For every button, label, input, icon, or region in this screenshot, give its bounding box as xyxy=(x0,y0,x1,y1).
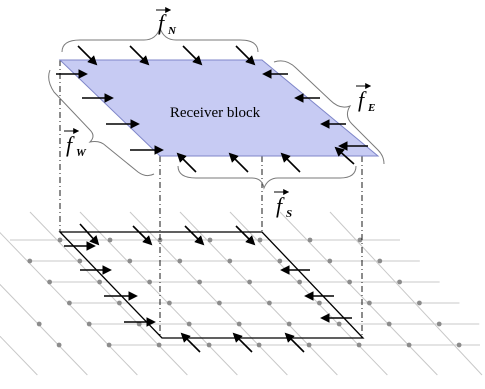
grid-node xyxy=(227,258,233,264)
label-west: f W xyxy=(64,128,87,159)
grid-node xyxy=(356,342,362,348)
grid-node xyxy=(386,321,392,327)
grid-node xyxy=(77,258,83,264)
south-flux-arrow xyxy=(334,146,355,165)
boundary-braces xyxy=(48,26,385,190)
grid-node xyxy=(347,279,352,285)
grid-node xyxy=(127,258,133,264)
receiver-block-label: Receiver block xyxy=(170,105,261,121)
grid-node xyxy=(256,342,262,348)
label-north: f N xyxy=(156,7,177,37)
lower-block-outline xyxy=(58,231,365,339)
grid-node xyxy=(106,342,112,348)
lower-south-flux-arrow xyxy=(284,332,305,353)
grid-node xyxy=(186,321,192,327)
grid-node xyxy=(236,321,242,327)
grid-node xyxy=(257,237,263,243)
north-flux-arrow xyxy=(182,45,203,66)
grid-node xyxy=(417,300,422,306)
grid-node xyxy=(147,279,153,285)
lower-grid-lines xyxy=(0,211,483,376)
lower-south-flux-arrow xyxy=(232,332,253,353)
brace-east xyxy=(273,60,385,165)
grid-node xyxy=(307,237,313,243)
svg-text:f: f xyxy=(158,10,167,35)
grid-node xyxy=(367,300,372,306)
grid-node xyxy=(327,258,333,264)
grid-diagonal-line xyxy=(179,211,338,376)
grid-diagonal-line xyxy=(0,335,38,376)
grid-node xyxy=(107,237,113,243)
grid-diagonal-line xyxy=(29,211,188,376)
lower-north-flux-arrow xyxy=(184,225,205,246)
grid-diagonal-line xyxy=(229,211,388,376)
svg-text:E: E xyxy=(367,102,375,114)
grid-diagonal-line xyxy=(0,283,88,376)
south-flux-arrow xyxy=(280,152,301,173)
grid-node xyxy=(397,279,402,285)
grid-diagonal-line xyxy=(79,211,238,376)
grid-node xyxy=(336,321,342,327)
grid-node xyxy=(97,279,102,285)
lower-north-flux-arrow xyxy=(235,225,256,246)
lower-south-flux-arrow xyxy=(180,332,201,353)
grid-node xyxy=(206,342,212,348)
lower-north-flux-arrow xyxy=(132,225,153,246)
grid-node xyxy=(156,342,162,348)
grid-diagonal-line xyxy=(279,211,438,376)
north-flux-arrow xyxy=(129,45,150,66)
grid-node xyxy=(36,321,42,327)
brace-west xyxy=(48,69,155,177)
grid-node xyxy=(167,300,172,306)
grid-node xyxy=(57,237,63,243)
grid-node xyxy=(197,279,203,285)
brace-north xyxy=(61,26,259,53)
north-flux-arrow xyxy=(77,45,98,66)
north-flux-arrow xyxy=(235,45,256,66)
grid-node xyxy=(357,237,363,243)
projection-lines xyxy=(59,60,363,338)
grid-node xyxy=(47,279,52,285)
label-east: f E xyxy=(356,83,375,114)
lower-boundary-arrows xyxy=(64,223,352,353)
grid-node xyxy=(456,342,462,348)
grid-node xyxy=(306,342,312,348)
svg-text:f: f xyxy=(276,193,285,218)
svg-text:f: f xyxy=(66,132,75,157)
grid-diagonal-line xyxy=(0,231,138,376)
grid-node xyxy=(27,258,33,264)
grid-node xyxy=(267,300,272,306)
grid-node xyxy=(56,342,62,348)
grid-node xyxy=(277,258,283,264)
grid-diagonal-line xyxy=(329,211,483,376)
grid-node xyxy=(247,279,253,285)
brace-south xyxy=(177,165,357,190)
grid-diagonal-line xyxy=(129,211,288,376)
label-south: f S xyxy=(274,189,292,220)
svg-text:W: W xyxy=(76,147,87,159)
grid-node xyxy=(406,342,412,348)
grid-node xyxy=(117,300,122,306)
grid-node xyxy=(177,258,183,264)
svg-text:S: S xyxy=(286,208,292,220)
grid-node xyxy=(297,279,302,285)
grid-node xyxy=(67,300,72,306)
grid-node xyxy=(317,300,322,306)
upper-boundary-arrows xyxy=(56,45,368,173)
svg-text:f: f xyxy=(358,87,367,112)
svg-text:N: N xyxy=(167,25,177,37)
grid-node xyxy=(217,300,222,306)
south-flux-arrow xyxy=(176,152,197,173)
grid-node xyxy=(377,258,383,264)
grid-node xyxy=(436,321,442,327)
lower-north-flux-arrow xyxy=(79,223,100,246)
grid-node xyxy=(286,321,292,327)
grid-node xyxy=(207,237,213,243)
grid-node xyxy=(86,321,92,327)
south-flux-arrow xyxy=(228,152,249,173)
